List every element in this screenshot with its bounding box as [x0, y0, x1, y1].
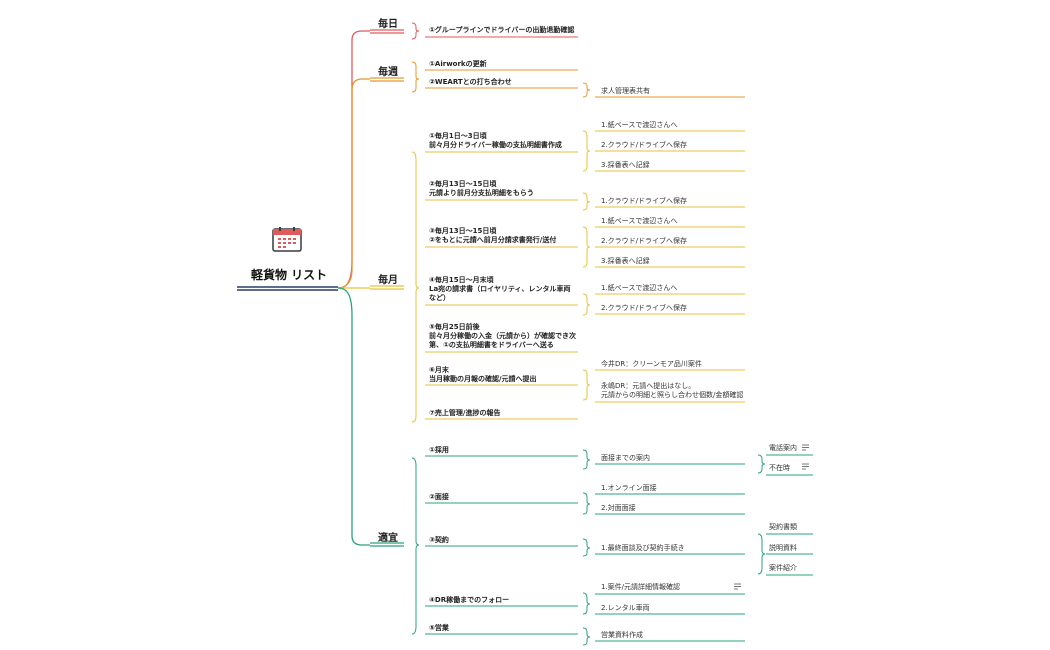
monthly-item-4-line: La宛の請求書（ロイヤリティ、レンタル車両: [429, 285, 571, 293]
follow-sub[interactable]: 1.案件/元請詳細情報確認: [601, 583, 681, 591]
monthly-item-5[interactable]: ⑤毎月25日前後 前々月分稼働の入金（元請から）が確認でき次 第、①の支払明細書…: [429, 323, 576, 350]
monthly-item-6-sub[interactable]: 今井DR：クリーンモア品川案件: [601, 360, 702, 368]
monthly-item-1[interactable]: ①毎月1日～3日頃 前々月分ドライバー稼働の支払明細書作成: [429, 132, 562, 150]
monthly-item-4-sub[interactable]: 1.紙ベースで渡辺さんへ: [601, 284, 678, 292]
monthly-item-5-line: ⑤毎月25日前後: [429, 323, 480, 331]
monthly-item-6-sub-line: 元請からの明細と照らし合わせ個数/金額確認: [601, 391, 744, 399]
as-needed-item-contract[interactable]: ③契約: [429, 536, 449, 544]
contract-sub-intro[interactable]: 案件紹介: [769, 564, 797, 572]
monthly-item-1-sub[interactable]: 2.クラウド/ドライブへ保存: [601, 141, 688, 149]
monthly-item-4[interactable]: ④毎月15日～月末頃 La宛の請求書（ロイヤリティ、レンタル車両 など）: [429, 276, 571, 303]
branch-as-needed[interactable]: 適宜: [378, 533, 398, 544]
monthly-item-5-line: 第、①の支払明細書をドライバーへ送る: [429, 341, 554, 349]
branch-daily[interactable]: 毎日: [378, 19, 398, 30]
monthly-item-4-sub[interactable]: 2.クラウド/ドライブへ保存: [601, 304, 688, 312]
monthly-item-3-line: ③毎月13日～15日頃: [429, 227, 497, 235]
weekly-sub-item[interactable]: 求人管理表共有: [601, 87, 650, 95]
weekly-item-airwork[interactable]: ①Airworkの更新: [429, 60, 487, 68]
monthly-item-6-line: 当月稼動の月報の確認/元請へ提出: [429, 375, 537, 383]
monthly-item-6[interactable]: ⑥月末 当月稼動の月報の確認/元請へ提出: [429, 366, 537, 384]
monthly-item-6-sub-line: 永嶋DR：元請へ提出はなし。: [601, 382, 696, 390]
follow-sub[interactable]: 2.レンタル車両: [601, 604, 650, 612]
monthly-item-2-line: 元請より前月分支払明細をもらう: [429, 189, 534, 197]
recruit-sub[interactable]: 面接までの案内: [601, 454, 650, 462]
calendar-icon: [272, 227, 302, 252]
monthly-item-5-line: 前々月分稼働の入金（元請から）が確認でき次: [429, 332, 576, 340]
sales-sub[interactable]: 営業資料作成: [601, 631, 643, 639]
contract-sub[interactable]: 1.最終面談及び契約手続き: [601, 544, 685, 552]
root-title: 軽貨物 リスト: [251, 268, 328, 282]
as-needed-item-interview[interactable]: ②面接: [429, 493, 449, 501]
daily-item[interactable]: ①グループラインでドライバーの出勤退勤確認: [429, 26, 575, 34]
monthly-item-3-line: ②をもとに元請へ前月分請求書発行/送付: [429, 236, 557, 244]
recruit-sub-phone[interactable]: 電話案内: [769, 444, 797, 452]
monthly-item-6-line: ⑥月末: [429, 366, 449, 374]
monthly-item-2[interactable]: ②毎月13日～15日頃 元請より前月分支払明細をもらう: [429, 180, 534, 198]
as-needed-item-recruit[interactable]: ①採用: [429, 446, 449, 454]
note-icon[interactable]: [802, 444, 809, 451]
monthly-item-1-sub[interactable]: 1.紙ベースで渡辺さんへ: [601, 121, 678, 129]
as-needed-item-sales[interactable]: ⑤営業: [429, 624, 449, 632]
note-icon[interactable]: [802, 463, 809, 470]
monthly-item-1-line: 前々月分ドライバー稼働の支払明細書作成: [429, 141, 562, 149]
monthly-item-2-sub[interactable]: 1.クラウド/ドライブへ保存: [601, 197, 688, 205]
recruit-sub-absent[interactable]: 不在時: [769, 464, 790, 472]
monthly-item-3-sub[interactable]: 2.クラウド/ドライブへ保存: [601, 237, 688, 245]
monthly-item-3[interactable]: ③毎月13日～15日頃 ②をもとに元請へ前月分請求書発行/送付: [429, 227, 556, 245]
monthly-item-7[interactable]: ⑦売上管理/進捗の報告: [429, 409, 501, 417]
monthly-item-1-line: ①毎月1日～3日頃: [429, 132, 487, 140]
interview-sub[interactable]: 1.オンライン面接: [601, 484, 657, 492]
monthly-item-2-line: ②毎月13日～15日頃: [429, 180, 497, 188]
contract-sub-materials[interactable]: 説明資料: [769, 544, 797, 552]
branch-monthly[interactable]: 毎月: [378, 275, 398, 286]
note-icon[interactable]: [734, 583, 741, 590]
contract-sub-docs[interactable]: 契約書類: [769, 523, 797, 531]
interview-sub[interactable]: 2.対面面接: [601, 504, 636, 512]
monthly-item-6-sub[interactable]: 永嶋DR：元請へ提出はなし。 元請からの明細と照らし合わせ個数/金額確認: [601, 382, 743, 400]
monthly-item-4-line: ④毎月15日～月末頃: [429, 276, 494, 284]
monthly-item-3-sub[interactable]: 1.紙ベースで渡辺さんへ: [601, 217, 678, 225]
monthly-item-1-sub[interactable]: 3.採番表へ記録: [601, 161, 650, 169]
monthly-item-4-line: など）: [429, 294, 450, 302]
monthly-item-3-sub[interactable]: 3.採番表へ記録: [601, 257, 650, 265]
branch-weekly[interactable]: 毎週: [378, 67, 398, 78]
weekly-item-weart[interactable]: ②WEARTとの打ち合わせ: [429, 78, 512, 86]
as-needed-item-follow[interactable]: ④DR稼働までのフォロー: [429, 596, 510, 604]
